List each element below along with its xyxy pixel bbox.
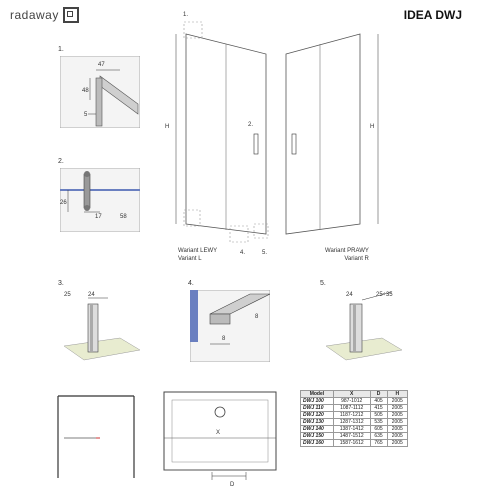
table-cell-x: 1087-1112 [332,404,371,412]
dim-48: 48 [82,88,89,94]
table-cell-x: 1287-1312 [332,418,371,426]
dim-26: 26 [60,200,67,206]
table-cell-d: 605 [369,425,388,433]
dim-24-detail-5: 24 [346,292,353,298]
variant-left-en: Variant L [178,256,202,262]
spec-table: Model X D H DWJ 100 987-1012 405 2005 DW… [300,390,408,447]
variant-left-pl: Wariant LEWY [178,248,218,254]
dim-58: 58 [120,214,127,220]
variant-right-label: Wariant PRAWY Variant R [325,247,369,263]
table-cell-d: 765 [369,439,388,447]
table-cell-h: 2005 [386,397,408,405]
dim-x: X [216,430,221,436]
step-3-number: 3. [58,280,64,287]
table-cell-d: 415 [369,404,388,412]
table-cell-d: 635 [369,432,388,440]
overview-callout-1: 1. [183,12,189,18]
spec-col-d: D [369,390,388,398]
table-cell-d: 405 [369,397,388,405]
detail-3-bottom-diagram [63,297,140,361]
overview-callout-4: 4. [240,250,246,256]
dim-25-35: 25÷35 [376,292,393,298]
table-cell-x: 1187-1212 [332,411,371,419]
table-cell-model: DWJ 130 [300,418,334,426]
table-cell-model: DWJ 150 [300,432,334,440]
plan-tray-diagram [163,391,277,480]
dim-5: 5 [84,112,88,118]
table-cell-d: 535 [369,418,388,426]
spec-col-model: Model [300,390,334,398]
overview-height-right: H [370,124,375,130]
table-cell-h: 2005 [386,439,408,447]
dim-24: 24 [88,292,95,298]
variant-right-pl: Wariant PRAWY [325,248,369,254]
detail-4-track-diagram [190,290,270,362]
plan-left-diagram [57,395,135,478]
brand-name: radaway [10,8,59,22]
overview-height-left: H [165,124,170,130]
brand-mark-icon [62,7,79,23]
table-cell-model: DWJ 120 [300,411,334,419]
table-cell-d: 505 [369,411,388,419]
variant-left-label: Wariant LEWY Variant L [178,247,217,263]
table-cell-h: 2005 [386,411,408,419]
table-cell-x: 1587-1612 [332,439,371,447]
brand-logo: radaway [10,6,79,24]
step-5-number: 5. [320,280,326,287]
table-row: DWJ 100 987-1012 405 2005 [300,397,408,405]
table-cell-h: 2005 [386,418,408,426]
step-4-number: 4. [188,280,194,287]
dim-25: 25 [64,292,71,298]
table-cell-x: 1487-1512 [332,432,371,440]
overview-callout-2: 2. [248,122,254,128]
step-2-number: 2. [58,158,64,165]
table-cell-x: 987-1012 [332,397,371,405]
table-cell-model: DWJ 100 [300,397,334,405]
overview-callout-5: 5. [262,250,268,256]
spec-col-h: H [386,390,408,398]
dim-8-vertical: 8 [255,314,259,320]
table-cell-model: DWJ 140 [300,425,334,433]
table-row: DWJ 110 1087-1112 415 2005 [300,404,408,412]
table-row: DWJ 160 1587-1612 765 2005 [300,439,408,447]
table-cell-model: DWJ 160 [300,439,334,447]
spec-col-x: X [332,390,371,398]
detail-2-handle-diagram [60,168,140,232]
step-1-number: 1. [58,46,64,53]
variant-right-en: Variant R [344,256,369,262]
table-cell-h: 2005 [386,432,408,440]
detail-1-profile-diagram [60,56,140,128]
dim-17: 17 [95,214,102,220]
page-title: IDEA DWJ [403,8,462,22]
table-row: DWJ 150 1487-1512 635 2005 [300,432,408,440]
table-cell-h: 2005 [386,425,408,433]
dim-d: D [230,482,235,488]
table-row: DWJ 130 1287-1312 535 2005 [300,418,408,426]
table-cell-model: DWJ 110 [300,404,334,412]
dim-47: 47 [98,62,105,68]
table-row: DWJ 120 1187-1212 505 2005 [300,411,408,419]
table-cell-x: 1387-1412 [332,425,371,433]
spec-table-header-row: Model X D H [300,390,408,398]
detail-5-wall-profile-diagram [325,291,402,361]
table-cell-h: 2005 [386,404,408,412]
overview-variant-left-diagram [175,21,269,243]
dim-8-horizontal: 8 [222,336,226,342]
overview-variant-right-diagram [285,33,379,235]
table-row: DWJ 140 1387-1412 605 2005 [300,425,408,433]
